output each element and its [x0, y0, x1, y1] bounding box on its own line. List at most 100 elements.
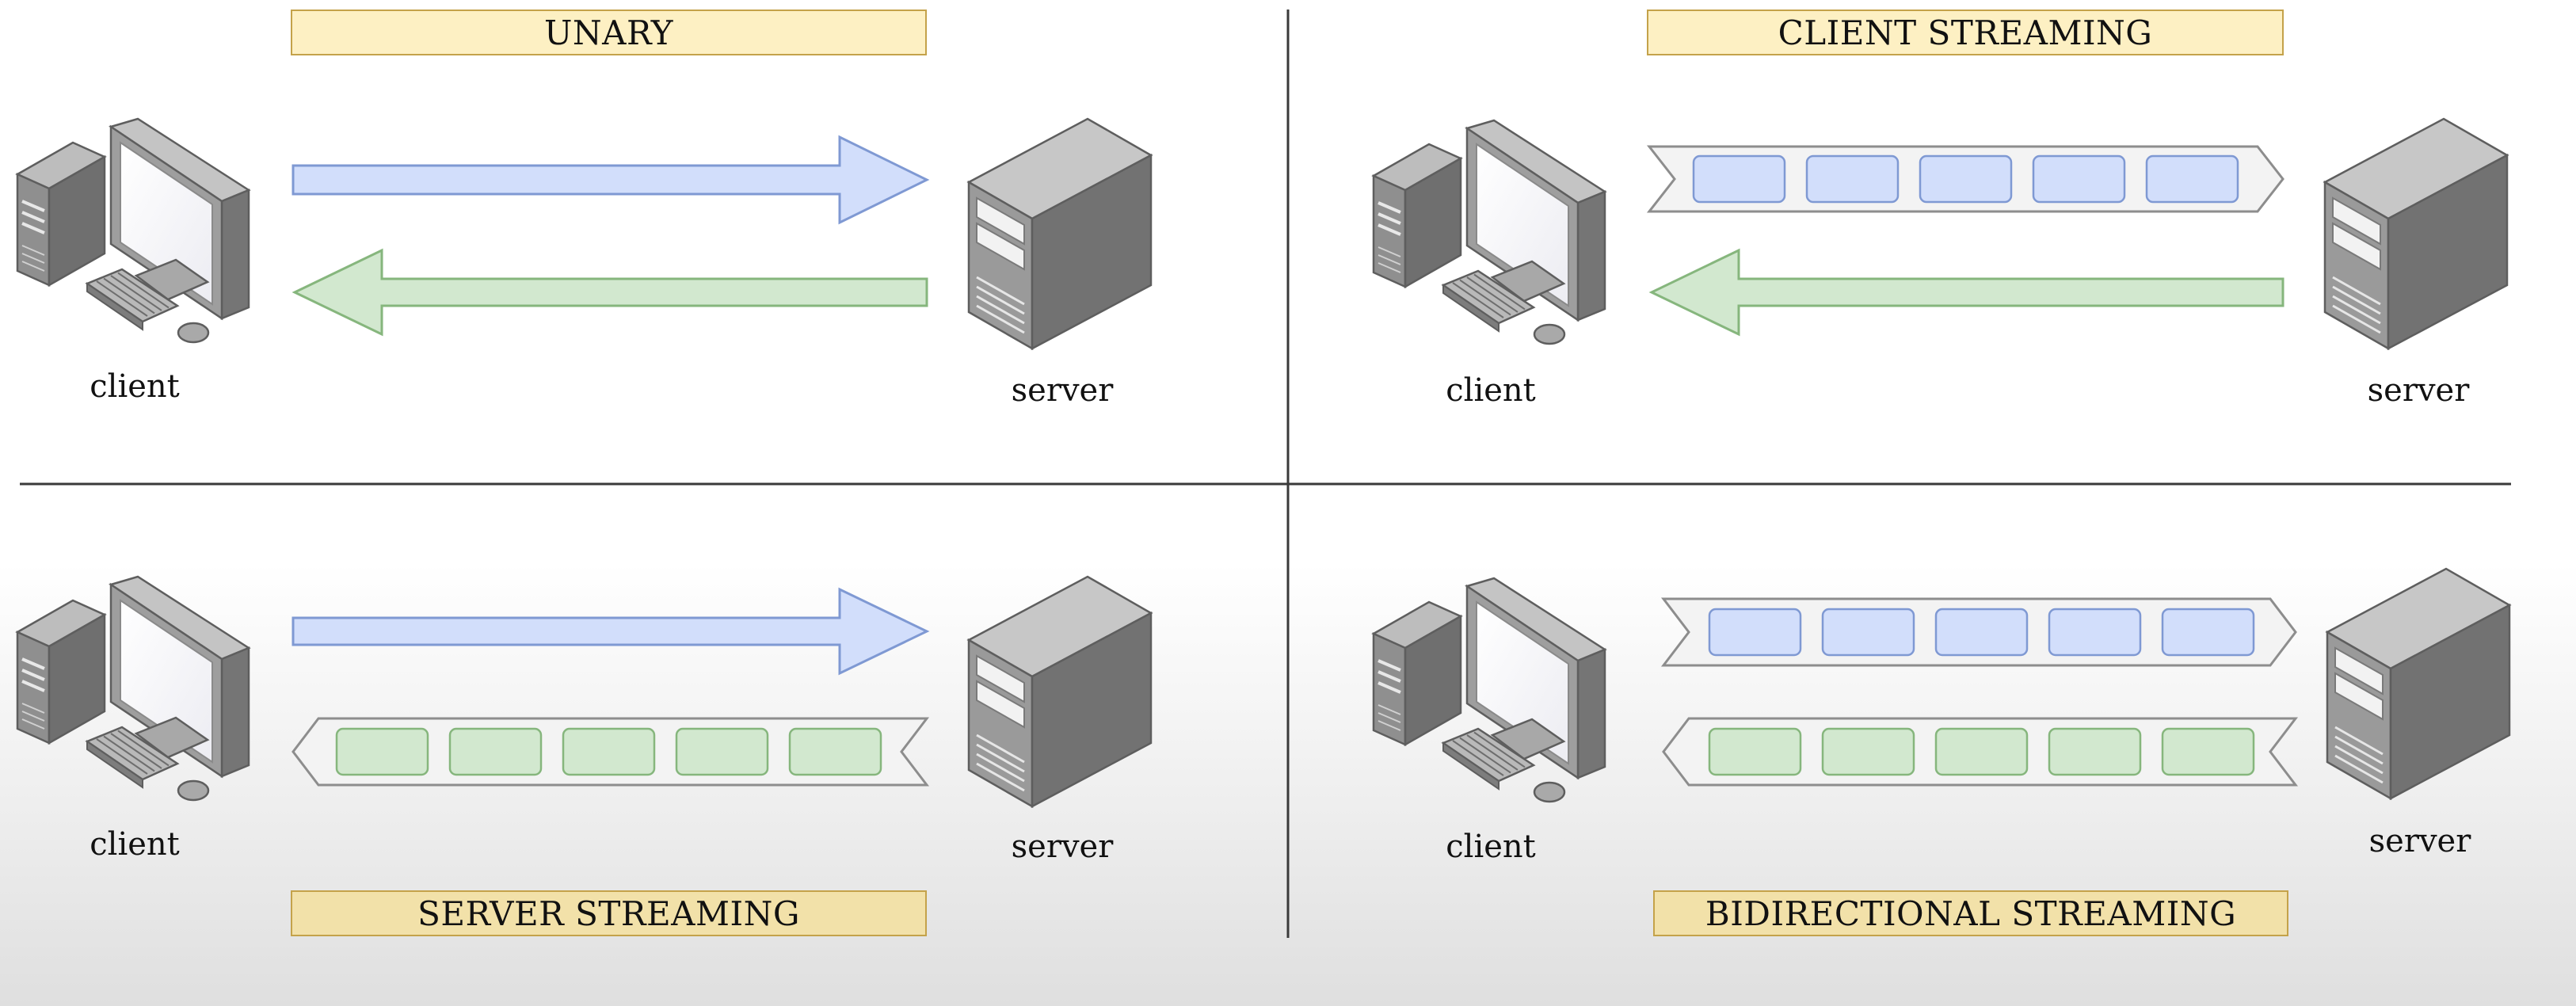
server-streaming-response-message-4 [675, 727, 769, 776]
tower-drive-bay-1 [1378, 201, 1401, 214]
mouse [1533, 781, 1566, 803]
server-vent-2 [976, 743, 1025, 773]
server-side [1031, 611, 1153, 809]
bidirectional-response-message-3 [1934, 727, 2029, 776]
server-vent-1 [2334, 726, 2384, 756]
server-bay-1 [2332, 196, 2381, 246]
bidirectional-request-message-3 [1934, 608, 2029, 657]
tower-vent-1 [1378, 246, 1401, 257]
mouse [177, 779, 210, 802]
keyboard-front [86, 282, 143, 331]
keyboard-keys-row-4 [117, 272, 170, 309]
tower-vent-3 [1378, 262, 1401, 273]
bidirectional-request-message-4 [2048, 608, 2142, 657]
server-side [2387, 153, 2509, 351]
bidirectional-response-message-5 [2161, 727, 2255, 776]
server-streaming-server-label: server [1011, 829, 1114, 865]
server-streaming-response-message-5 [788, 727, 882, 776]
keyboard-keys-row-1 [1452, 740, 1504, 776]
client-streaming-server-tower-server-icon [2323, 117, 2509, 351]
tower-vent-1 [21, 245, 45, 256]
server-streaming-client-desktop-computer-icon [15, 575, 251, 802]
unary-request-arrow [292, 135, 930, 225]
unary-response-arrow [292, 248, 928, 337]
unary-server-tower-server-icon [966, 117, 1153, 351]
server-bay-1 [976, 654, 1025, 703]
keyboard-keys-row-3 [1466, 276, 1519, 313]
mouse [1533, 323, 1566, 345]
tower-drive-bay-1 [21, 200, 45, 212]
bidirectional-request-message-5 [2161, 608, 2255, 657]
bidirectional-response-message-4 [2048, 727, 2142, 776]
server-streaming-request-arrow [292, 587, 930, 676]
tower-drive-bay-2 [21, 211, 45, 223]
server-vent-1 [2332, 276, 2381, 306]
keyboard-keys-row-2 [103, 277, 155, 314]
monitor-side [1576, 190, 1606, 322]
tower-vent-3 [21, 718, 45, 730]
monitor-screen [1476, 600, 1569, 765]
tower-drive-bay-2 [21, 669, 45, 681]
keyboard-keys-row-1 [96, 738, 148, 775]
monitor-side [220, 189, 250, 320]
tower-side [48, 612, 106, 745]
server-vent-4 [2334, 754, 2384, 784]
server-bay-2 [2332, 222, 2381, 271]
tower-drive-bay-1 [21, 657, 45, 670]
server-vent-2 [976, 285, 1025, 315]
server-side [2389, 603, 2511, 801]
tower-drive-bay-3 [21, 680, 45, 692]
server-vent-4 [2332, 304, 2381, 334]
client-streaming-server-label: server [2367, 372, 2470, 409]
tower-side [1404, 614, 1462, 747]
mouse [177, 322, 210, 344]
bidirectional-server-tower-server-icon [2325, 567, 2512, 801]
server-vent-3 [976, 295, 1025, 325]
tower-vent-2 [21, 711, 45, 722]
keyboard-keys-row-3 [110, 733, 162, 769]
bidirectional-streaming-title: BIDIRECTIONAL STREAMING [1653, 890, 2288, 936]
tower-vent-3 [21, 261, 45, 272]
tower-drive-bay-3 [1378, 681, 1401, 694]
client-streaming-title: CLIENT STREAMING [1647, 10, 2284, 55]
client-streaming-request-message-5 [2145, 154, 2239, 204]
keyboard-keys-row-4 [117, 730, 170, 767]
keyboard-keys-row-2 [1459, 279, 1511, 316]
tower-vent-2 [1378, 254, 1401, 265]
server-bay-1 [976, 196, 1025, 246]
tower-side [48, 154, 106, 288]
server-vent-3 [2332, 295, 2381, 325]
server-vent-1 [976, 734, 1025, 764]
keyboard-keys-row-3 [110, 275, 162, 311]
client-streaming-request-message-2 [1805, 154, 1900, 204]
unary-server-label: server [1011, 372, 1114, 409]
unary-title: UNARY [291, 10, 927, 55]
tower-vent-2 [1378, 712, 1401, 723]
bidirectional-request-message-2 [1821, 608, 1915, 657]
monitor-screen [120, 141, 213, 306]
tower-drive-bay-2 [1378, 670, 1401, 683]
client-streaming-client-desktop-computer-icon [1371, 119, 1607, 345]
keyboard-keys-row-1 [1452, 282, 1504, 318]
keyboard-front [1442, 284, 1499, 333]
server-bay-2 [976, 680, 1025, 729]
server-vent-4 [976, 762, 1025, 792]
bidirectional-response-message-2 [1821, 727, 1915, 776]
server-bay-2 [2334, 672, 2384, 721]
bidirectional-client-desktop-computer-icon [1371, 577, 1607, 803]
server-vent-3 [2334, 745, 2384, 775]
client-streaming-request-message-3 [1919, 154, 2013, 204]
server-streaming-response-message-1 [335, 727, 429, 776]
keyboard-keys-row-2 [1459, 737, 1511, 774]
server-streaming-response-message-2 [448, 727, 543, 776]
tower-vent-3 [1378, 720, 1401, 731]
bidirectional-server-label: server [2368, 823, 2471, 859]
client-streaming-request-message-1 [1692, 154, 1786, 204]
server-vent-3 [976, 753, 1025, 783]
server-vent-2 [2332, 285, 2381, 315]
bidirectional-request-message-1 [1708, 608, 1802, 657]
bidirectional-client-label: client [1446, 829, 1536, 865]
tower-vent-1 [1378, 704, 1401, 715]
client-streaming-client-label: client [1446, 372, 1536, 409]
